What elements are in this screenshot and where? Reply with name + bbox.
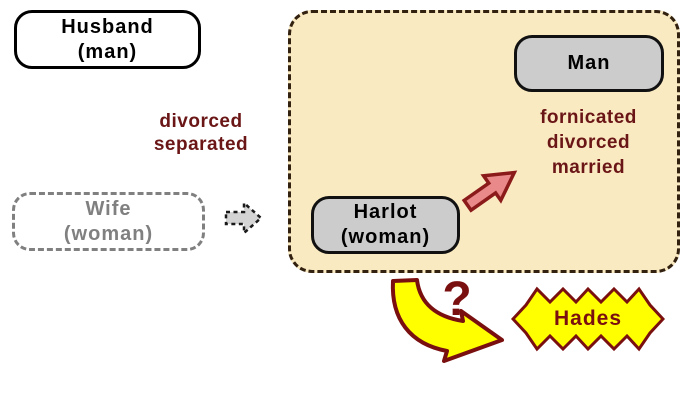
man-node: Man (514, 35, 664, 92)
hades-label: Hades (511, 284, 665, 354)
husband-label-line1: Husband (61, 15, 154, 38)
left-note-line1: divorced (159, 111, 243, 132)
harlot-label-line2: (woman) (340, 226, 431, 248)
affair-arrow-icon (461, 170, 518, 213)
question-mark: ? (442, 273, 472, 326)
man-label: Man (567, 52, 611, 74)
wife-label-line2: (woman) (63, 222, 154, 245)
husband-label-line2: (man) (77, 40, 138, 63)
wife-label-line1: Wife (85, 197, 132, 220)
descent-arrow-icon (390, 278, 504, 363)
right-note-line3: married (551, 157, 626, 178)
harlot-label-line1: Harlot (353, 201, 418, 223)
harlot-node: Harlot (woman) (311, 196, 460, 254)
transition-arrow-icon (224, 200, 263, 236)
left-note-line2: separated (153, 134, 249, 155)
right-note-line1: fornicated (540, 107, 637, 128)
husband-node: Husband (man) (14, 10, 201, 69)
hades-starburst-icon (511, 286, 665, 352)
right-note-line2: divorced (546, 132, 631, 153)
left-transition-note: divorced separated (146, 110, 256, 156)
wife-node: Wife (woman) (12, 192, 205, 251)
hades-label-text: Hades (553, 307, 623, 330)
right-transition-note: fornicated divorced married (506, 105, 671, 180)
relationship-container: Man fornicated divorced married Harlot (… (288, 10, 680, 273)
